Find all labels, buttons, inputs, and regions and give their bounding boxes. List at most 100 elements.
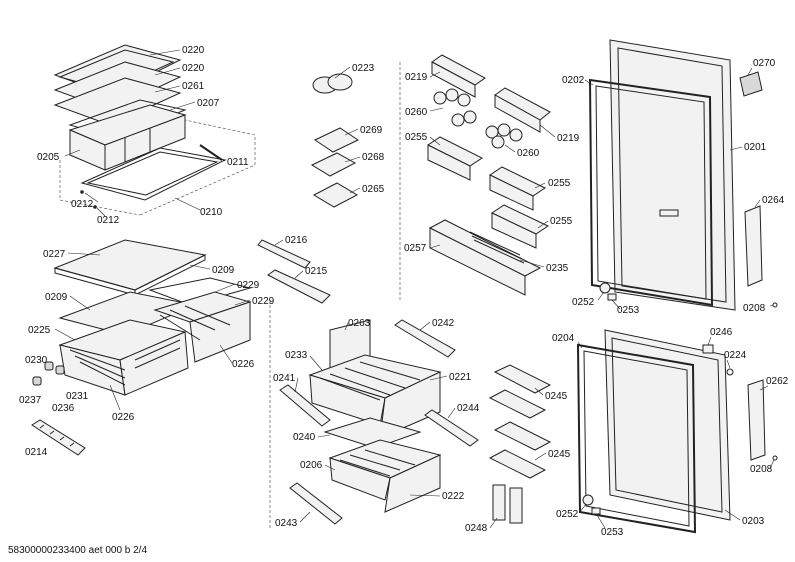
hinge-0253-bottom xyxy=(591,507,601,515)
clip-0224 xyxy=(726,368,734,376)
callout-0223: 0223 xyxy=(352,63,375,74)
callout-0260: 0260 xyxy=(405,107,428,118)
callout-0209: 0209 xyxy=(212,265,235,276)
freezer-shelf-0227 xyxy=(53,239,207,296)
egg-holder-0260-left xyxy=(433,88,477,127)
callout-0253: 0253 xyxy=(617,305,640,316)
callout-0257: 0257 xyxy=(404,243,427,254)
drawer-0221 xyxy=(308,354,442,439)
bottle-shelf-0257 xyxy=(428,219,542,296)
callout-0207: 0207 xyxy=(197,98,220,109)
drawer-0226-right xyxy=(153,291,252,363)
callout-0255: 0255 xyxy=(548,178,571,189)
door-bin-0255-c xyxy=(490,204,550,249)
callout-0211: 0211 xyxy=(227,157,249,168)
screw-0212 xyxy=(93,205,97,209)
callout-0210: 0210 xyxy=(200,207,223,218)
callout-0233: 0233 xyxy=(285,350,308,361)
callout-0236: 0236 xyxy=(52,403,75,414)
callout-0221: 0221 xyxy=(449,372,472,383)
callout-0230: 0230 xyxy=(25,355,48,366)
callout-0206: 0206 xyxy=(300,460,323,471)
callout-0246: 0246 xyxy=(710,327,733,338)
callout-0216: 0216 xyxy=(285,235,308,246)
callout-0226: 0226 xyxy=(112,412,135,423)
callout-0215: 0215 xyxy=(305,266,328,277)
caster-0230 xyxy=(44,361,54,371)
callout-0214: 0214 xyxy=(25,447,48,458)
callout-0270: 0270 xyxy=(753,58,776,69)
callout-0209: 0209 xyxy=(45,292,68,303)
callout-0244: 0244 xyxy=(457,403,480,414)
handle-0264 xyxy=(744,205,763,287)
callout-0264: 0264 xyxy=(762,195,785,206)
callout-0243: 0243 xyxy=(275,518,298,529)
ice-tray-0245-b xyxy=(488,389,547,419)
callout-0205: 0205 xyxy=(37,152,60,163)
callout-0220: 0220 xyxy=(182,63,205,74)
callout-0265: 0265 xyxy=(362,184,385,195)
screw-0208-top xyxy=(772,302,778,308)
callout-0253: 0253 xyxy=(601,527,624,538)
ice-tray-0245-top xyxy=(493,364,552,394)
callout-0263: 0263 xyxy=(348,318,371,329)
callout-0240: 0240 xyxy=(293,432,316,443)
drawing-reference-footer: 58300000233400 aet 000 b 2/4 xyxy=(8,545,147,556)
rail-0214 xyxy=(31,419,86,456)
cover-0248 xyxy=(492,484,523,524)
rail-0242 xyxy=(394,319,456,358)
callout-0220: 0220 xyxy=(182,45,205,56)
tray-lid-0268 xyxy=(310,152,357,177)
hinge-0252-bottom xyxy=(582,494,594,506)
callout-0208: 0208 xyxy=(750,464,773,475)
bottle-holder-0223 xyxy=(312,73,353,94)
callout-0262: 0262 xyxy=(766,376,789,387)
caster-0237 xyxy=(32,376,42,386)
screw-0212 xyxy=(80,190,84,194)
callout-0235: 0235 xyxy=(546,263,569,274)
egg-holder-0260-right xyxy=(485,123,523,149)
clip-0246 xyxy=(702,344,714,354)
callout-0229: 0225 xyxy=(28,325,51,336)
callout-0225: 0229 xyxy=(252,296,275,307)
door-gasket-0204 xyxy=(576,343,697,534)
ice-tray-0245-d xyxy=(488,449,547,479)
glass-shelf-0261 xyxy=(53,77,182,126)
callout-0219: 0219 xyxy=(557,133,580,144)
ice-tray-0245-c xyxy=(493,421,552,451)
crisper-frame-0210 xyxy=(59,119,256,216)
callout-0227: 0227 xyxy=(43,249,66,260)
door-0203 xyxy=(604,329,731,521)
callout-0219: 0219 xyxy=(405,72,428,83)
callout-labels: 0220 0220 0261 0207 0205 0211 0212 0212 … xyxy=(19,45,789,538)
handle-0262 xyxy=(747,379,766,461)
drawer-lid-0240 xyxy=(323,417,422,449)
callout-0229: 0229 xyxy=(237,280,260,291)
rail-0241 xyxy=(279,384,331,427)
door-bin-0255-a xyxy=(427,136,483,181)
callout-0241: 0241 xyxy=(273,373,296,384)
callout-0268: 0268 xyxy=(362,152,385,163)
screw-0208-bottom xyxy=(772,455,778,461)
callout-0269: 0269 xyxy=(360,125,383,136)
callout-0242: 0242 xyxy=(432,318,455,329)
crisper-cover-0205 xyxy=(68,104,187,171)
callout-0212: 0212 xyxy=(71,199,94,210)
drawer-0222 xyxy=(328,439,442,513)
callout-0231: 0231 xyxy=(66,391,89,402)
callout-0261: 0261 xyxy=(182,81,205,92)
callout-0212: 0212 xyxy=(97,215,120,226)
callout-0203: 0203 xyxy=(742,516,765,527)
callout-0224: 0224 xyxy=(724,350,747,361)
callout-0222: 0222 xyxy=(442,491,465,502)
callout-0255: 0255 xyxy=(405,132,428,143)
callout-0237: 0237 xyxy=(19,395,42,406)
door-shelf-0219-left xyxy=(431,54,486,98)
rail-0211 xyxy=(199,144,223,161)
callout-0252: 0252 xyxy=(572,297,595,308)
door-shelf-0219-right xyxy=(494,87,551,133)
callout-0208: 0208 xyxy=(743,303,766,314)
callout-0245: 0245 xyxy=(548,449,571,460)
